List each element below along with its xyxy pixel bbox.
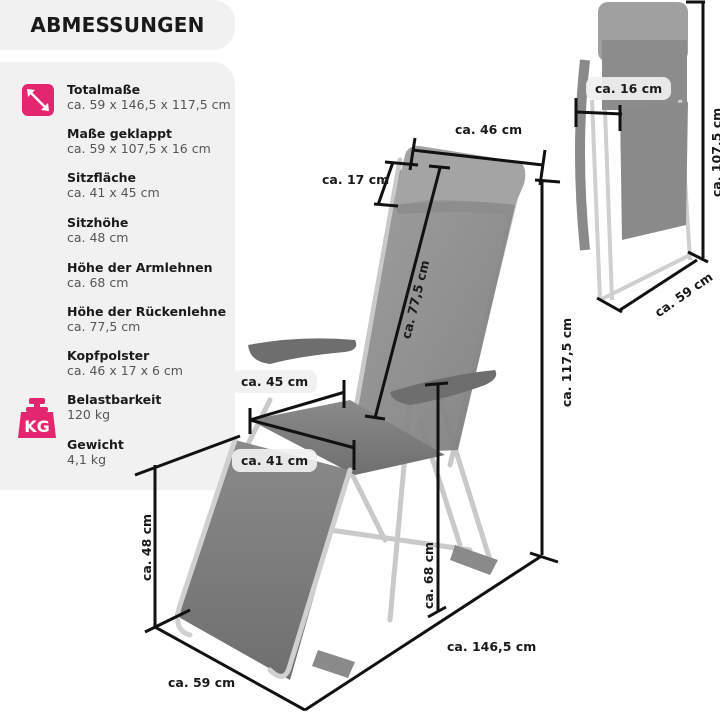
dimension-lines: [134, 0, 709, 712]
dim-total-height: ca. 117,5 cm: [559, 317, 575, 408]
spec-sitzflaeche: Sitzfläche ca. 41 x 45 cm: [67, 170, 160, 200]
dim-seat-width: ca. 41 cm: [232, 449, 318, 472]
dim-headrest-height: ca. 17 cm: [322, 172, 390, 187]
spec-gewicht: Gewicht 4,1 kg: [67, 437, 124, 467]
resize-arrows-icon: [22, 84, 54, 120]
spec-sitzhoehe: Sitzhöhe ca. 48 cm: [67, 215, 129, 245]
spec-armlehnen-hoehe: Höhe der Armlehnen ca. 68 cm: [67, 260, 213, 290]
page-title: ABMESSUNGEN: [30, 13, 205, 37]
dim-armrest-height: ca. 68 cm: [421, 541, 437, 610]
spec-masse-geklappt: Maße geklappt ca. 59 x 107,5 x 16 cm: [67, 126, 211, 156]
dim-headrest-width: ca. 46 cm: [455, 122, 523, 137]
dim-folded-depth: ca. 16 cm: [586, 77, 672, 100]
weight-kg-icon: KG: [18, 398, 56, 442]
dim-seat-height: ca. 48 cm: [139, 513, 155, 582]
svg-text:KG: KG: [24, 417, 50, 436]
section-title: ABMESSUNGEN: [0, 0, 235, 50]
dim-total-width: ca. 59 cm: [168, 675, 236, 690]
spec-belastbarkeit: Belastbarkeit 120 kg: [67, 392, 162, 422]
folded-chair: [575, 2, 692, 302]
spec-kopfpolster: Kopfpolster ca. 46 x 17 x 6 cm: [67, 348, 183, 378]
spec-totalmasse: Totalmaße ca. 59 x 146,5 x 117,5 cm: [67, 82, 231, 112]
spec-rueckenlehne-hoehe: Höhe der Rückenlehne ca. 77,5 cm: [67, 304, 227, 334]
dim-total-length: ca. 146,5 cm: [447, 639, 537, 654]
dim-folded-height: ca. 107,5 cm: [709, 107, 720, 198]
dim-seat-depth: ca. 45 cm: [232, 370, 318, 393]
